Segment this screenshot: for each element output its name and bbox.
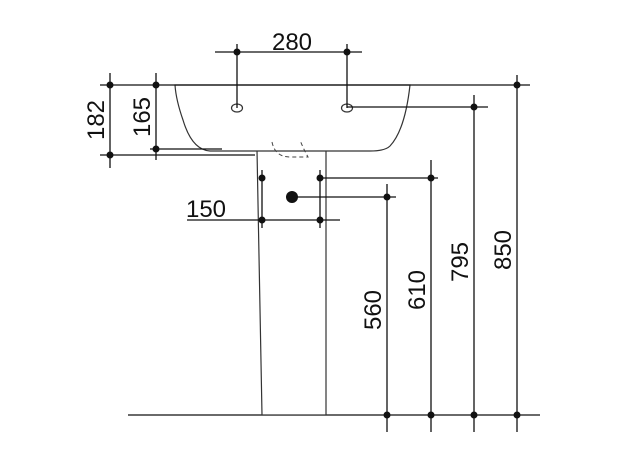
waste-trap-hidden: [271, 139, 309, 158]
dimension-label-182: 182: [83, 100, 110, 140]
dimension-label-610: 610: [404, 270, 431, 310]
pedestal: [256, 149, 327, 416]
basin-bowl: [174, 84, 411, 152]
dimension-label-850: 850: [490, 230, 517, 270]
dimension-150: [187, 170, 340, 228]
dimension-560: [383, 184, 391, 432]
dimension-label-165: 165: [129, 97, 156, 137]
dimension-182: [106, 73, 114, 168]
dimension-610: [427, 160, 435, 432]
dimension-label-150: 150: [186, 196, 226, 223]
dimension-795: [470, 95, 478, 432]
dimension-165: [152, 73, 160, 160]
dimension-label-280: 280: [272, 29, 312, 56]
dimension-label-795: 795: [447, 242, 474, 282]
dimension-label-560: 560: [360, 290, 387, 330]
waste-outlet-marker: [286, 191, 298, 203]
dimension-280: [215, 44, 362, 108]
dimension-850: [513, 75, 521, 432]
